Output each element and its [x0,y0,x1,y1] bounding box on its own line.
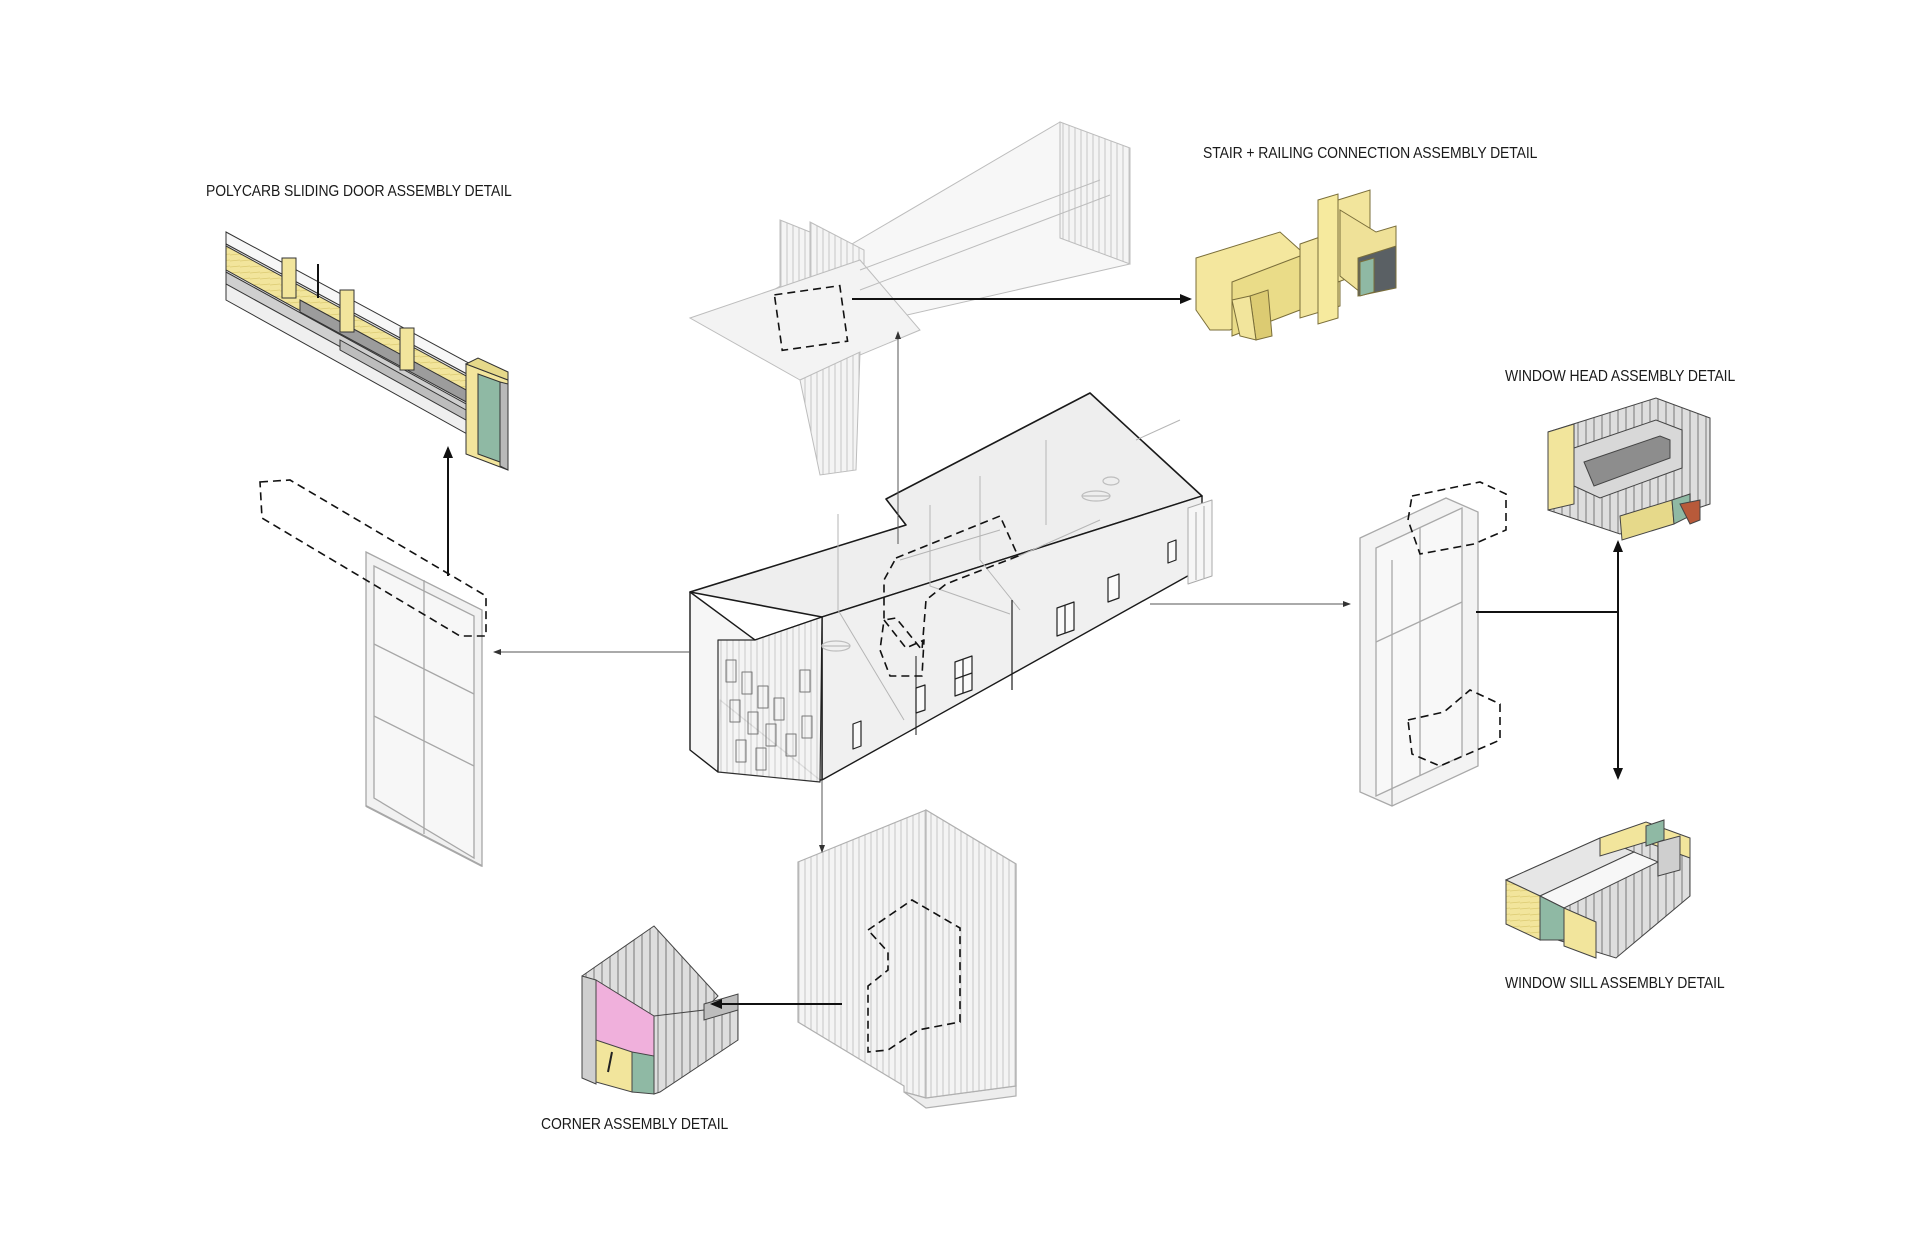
window-head-detail-label: WINDOW HEAD ASSEMBLY DETAIL [1505,368,1736,385]
window-sill-callout-outline [1407,689,1501,767]
corner-wall-drawing [797,808,1017,1109]
polycarb-sliding-door-detail [225,231,509,471]
connector-arrows [443,294,1623,1009]
window-head-detail [1547,397,1711,541]
corner-detail-label: CORNER ASSEMBLY DETAIL [541,1116,729,1133]
central-house-axonometric [689,392,1213,783]
polycarb-detail-label: POLYCARB SLIDING DOOR ASSEMBLY DETAIL [206,183,512,200]
window-sill-detail-label: WINDOW SILL ASSEMBLY DETAIL [1505,975,1725,992]
window-sill-detail [1504,819,1691,959]
window-head-callout-outline [1407,481,1507,555]
stair-callout-outline [773,284,849,352]
stair-detail-label: STAIR + RAILING CONNECTION ASSEMBLY DETA… [1203,145,1538,162]
sliding-door-panel-drawing [365,550,483,868]
corner-assembly-detail [581,925,739,1095]
window-elevation-drawing [1359,497,1479,807]
sliding-door-callout-outline [259,479,487,637]
stair-railing-connection-detail [1195,189,1397,341]
stair-railing-ghost-drawing [688,121,1131,476]
